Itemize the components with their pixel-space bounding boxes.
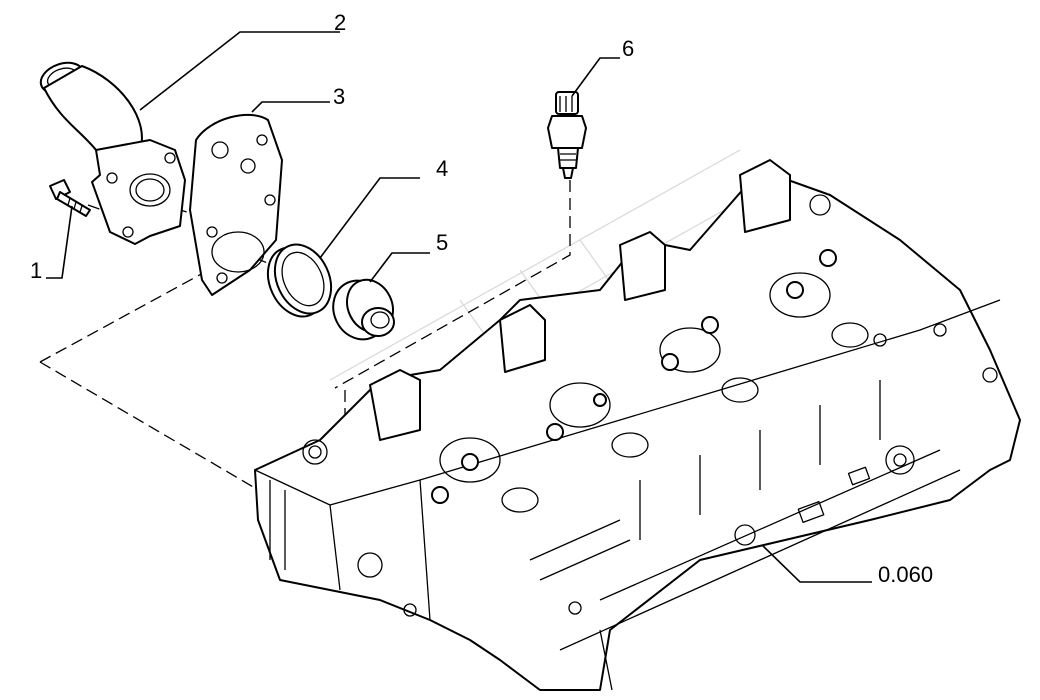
- part-bolt: [49, 179, 91, 217]
- leader-5: [369, 252, 430, 283]
- part-gasket: [189, 113, 283, 296]
- leader-2: [139, 31, 340, 111]
- callout-labels: 1 2 3 4 5 6 0.060: [30, 10, 933, 587]
- cylinder-head: [254, 159, 1021, 691]
- part-sleeve-ring: [266, 243, 333, 318]
- leader-4: [319, 177, 420, 259]
- callout-3: 3: [333, 84, 345, 109]
- callout-2: 2: [334, 10, 346, 35]
- part-water-outlet-elbow: [39, 61, 186, 245]
- part-plug: [332, 278, 395, 341]
- leader-ref: [761, 544, 872, 583]
- callout-4: 4: [436, 156, 448, 181]
- leader-3: [251, 101, 330, 113]
- leader-6: [571, 57, 620, 97]
- callout-ref: 0.060: [878, 562, 933, 587]
- leader-lines: [46, 31, 872, 583]
- callout-1: 1: [30, 258, 42, 283]
- callout-6: 6: [622, 36, 634, 61]
- leader-1: [46, 205, 73, 279]
- part-temperature-sensor: [547, 91, 587, 179]
- callout-5: 5: [436, 230, 448, 255]
